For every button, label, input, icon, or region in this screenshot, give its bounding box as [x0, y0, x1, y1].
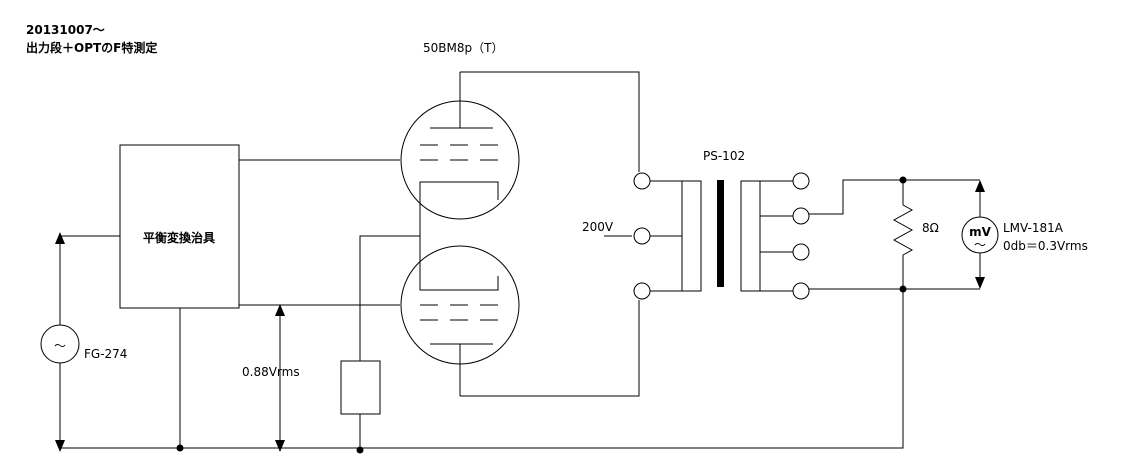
secondary-winding [740, 172, 810, 300]
generator-symbol [40, 324, 80, 364]
terminal [633, 282, 651, 300]
terminal [792, 243, 810, 261]
load-resistor: 8Ω [892, 180, 939, 289]
generator-label: FG-274 [84, 347, 127, 361]
transformer-core [717, 180, 724, 287]
millivolt-meter: mV 〜 LMV-181A 0db＝0.3Vrms [961, 180, 1088, 289]
meter-wave-icon: 〜 [974, 238, 986, 252]
tube-lower [400, 236, 520, 396]
input-level: 0.88Vrms [242, 304, 300, 452]
header-title: 出力段＋OPTのF特測定 [26, 40, 157, 55]
meter-reference: 0db＝0.3Vrms [1003, 239, 1088, 253]
terminal [792, 207, 810, 225]
header-date: 20131007〜 [26, 23, 105, 37]
primary-winding [633, 172, 702, 300]
meter-name: LMV-181A [1003, 221, 1064, 235]
terminal [633, 227, 651, 245]
terminal [633, 172, 651, 190]
plate-wiring: 200V [460, 71, 640, 397]
arrow-down-icon [55, 440, 65, 452]
meter-symbol [961, 216, 999, 254]
output-wiring [809, 179, 980, 290]
cathode-resistor [340, 235, 420, 450]
arrow-up-icon [275, 304, 285, 316]
load-label: 8Ω [922, 221, 939, 235]
terminal [792, 282, 810, 300]
signal-generator: 〜 FG-274 [40, 232, 127, 452]
arrow-down-icon [275, 440, 285, 452]
input-level-label: 0.88Vrms [242, 365, 300, 379]
terminal [792, 172, 810, 190]
transformer-label: PS-102 [703, 149, 745, 163]
arrow-up-icon [55, 232, 65, 244]
converter-label: 平衡変換治具 [143, 230, 215, 245]
balanced-converter: 平衡変換治具 [119, 144, 400, 448]
generator-wave-icon: 〜 [54, 339, 66, 353]
meter-unit: mV [969, 225, 992, 239]
supply-label: 200V [582, 220, 614, 234]
arrow-up-icon [975, 180, 985, 192]
tube-upper [400, 72, 520, 236]
arrow-down-icon [975, 277, 985, 289]
tube-label: 50BM8p（T） [423, 41, 503, 55]
